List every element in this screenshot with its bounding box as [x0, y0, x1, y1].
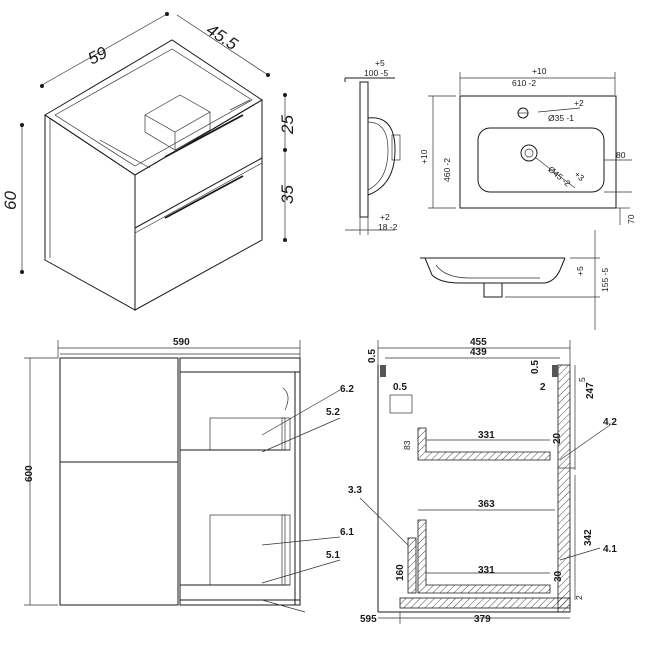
- side-upper-drawer-depth: 331: [478, 430, 495, 441]
- side-small-5: 5: [577, 377, 587, 382]
- top-side-dim: 80: [616, 150, 626, 160]
- side-upper-side: 83: [402, 440, 412, 450]
- front-section-view: 590 600 6.2 5.2 6.1 5.1: [24, 337, 354, 613]
- side-bottom-depth: 379: [474, 614, 491, 625]
- iso-depth-label: 45.5: [203, 20, 242, 54]
- side-depth-total: 455: [470, 337, 487, 348]
- basin-side-view: +5 100 -5 +2 18 -2: [344, 58, 401, 235]
- top-hole-dim: Ø35 -1: [548, 113, 574, 123]
- side-gap-b: 0.5: [530, 360, 541, 374]
- top-width-dim: 610 -2: [512, 78, 536, 88]
- side-lower-drawer-depth: 331: [478, 565, 495, 576]
- top-drain-dim: Ø45 -2: [546, 164, 573, 189]
- side-small-2b: 2: [574, 595, 584, 600]
- top-drain-tol: +3: [572, 169, 586, 183]
- front-height-label: 600: [24, 465, 35, 482]
- iso-bottom-drawer-label: 35: [278, 185, 297, 204]
- iso-top-drawer-label: 25: [278, 115, 297, 135]
- side-upper-gap: 20: [552, 432, 563, 444]
- side-bot-dim: 18 -2: [378, 222, 398, 232]
- front-tol: +5: [575, 266, 585, 276]
- side-bottom-left: 595: [360, 614, 377, 625]
- side-upper-height: 247: [585, 382, 596, 399]
- side-depth-inner: 439: [470, 347, 487, 358]
- iso-height-label: 60: [1, 191, 20, 210]
- side-bot-tol: +2: [380, 212, 390, 222]
- side-top-tol: +5: [375, 58, 385, 68]
- front-dim: 155 -5: [600, 268, 610, 292]
- front-label-5-1: 5.1: [326, 550, 340, 561]
- side-upper-label: 4.2: [603, 417, 617, 428]
- side-gap-a: 0.5: [393, 382, 407, 393]
- front-label-6-2: 6.2: [340, 384, 354, 395]
- front-label-5-2: 5.2: [326, 407, 340, 418]
- iso-width-label: 59: [85, 43, 111, 69]
- side-part-3-3: 3.3: [348, 485, 362, 496]
- top-depth-tol: +10: [419, 149, 429, 164]
- front-label-6-1: 6.1: [340, 527, 354, 538]
- basin-front-view: +5 155 -5: [420, 230, 610, 330]
- side-lower-label: 4.1: [603, 544, 617, 555]
- top-depth-dim: 460 -2: [442, 158, 452, 182]
- top-bottom-dim: 70: [626, 214, 636, 224]
- iso-cabinet-view: 59 45.5 60 25 35: [1, 12, 297, 311]
- side-top-dim: 100 -5: [364, 68, 388, 78]
- side-lower-gap: 30: [553, 570, 564, 582]
- front-width-label: 590: [173, 337, 190, 348]
- side-lower-side: 160: [395, 564, 406, 581]
- side-top-gap: 0.5: [367, 349, 378, 363]
- side-lower-depth: 363: [478, 499, 495, 510]
- side-small-2: 2: [540, 382, 546, 393]
- basin-top-view: +10 610 -2 +10 460 -2 +2 Ø35 -1 Ø45 -2 +…: [419, 66, 636, 225]
- top-width-tol: +10: [532, 66, 547, 76]
- side-section-view: 455 439 0.5 0.5 0.5 2 5 247 331 20 83 4.…: [348, 337, 617, 625]
- top-hole-tol: +2: [574, 98, 584, 108]
- side-lower-height: 342: [583, 529, 594, 546]
